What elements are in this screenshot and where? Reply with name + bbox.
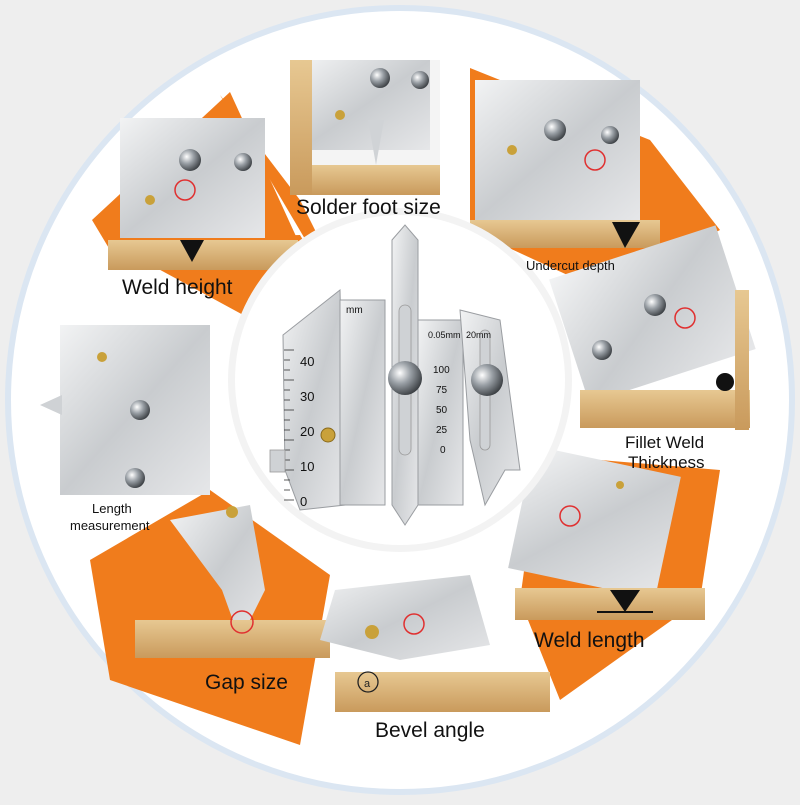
label-gap-size: Gap size — [205, 671, 288, 694]
scale-20: 20 — [300, 424, 315, 439]
label-weld-length: Weld length — [534, 629, 645, 652]
right-scale-label: 20mm — [466, 330, 492, 340]
scale-30: 30 — [300, 389, 315, 404]
label-undercut-depth: Undercut depth — [526, 258, 615, 273]
mid-scale-25: 25 — [436, 425, 448, 436]
center-ball-large — [388, 361, 422, 395]
label-length-line1: Length — [92, 501, 132, 516]
label-length-line2: measurement — [70, 518, 150, 533]
scale-10: 10 — [300, 459, 315, 474]
center-ball-right — [471, 364, 503, 396]
center-gauge-graphic — [269, 224, 521, 526]
label-bevel-angle: Bevel angle — [375, 719, 485, 742]
panel-weld-length — [508, 445, 705, 620]
panel-bevel: a — [320, 575, 550, 712]
svg-text:a: a — [364, 678, 371, 690]
label-solder-foot-size: Solder foot size — [296, 196, 441, 219]
mid-scale-unit: 0.05mm — [428, 330, 461, 340]
panel-fillet-weld — [549, 225, 756, 430]
panel-weld-height — [108, 118, 298, 270]
scale-40: 40 — [300, 354, 315, 369]
label-fillet-weld-line2: Thickness — [628, 453, 705, 472]
mid-scale-0: 0 — [440, 445, 446, 456]
panel-length — [40, 325, 210, 495]
panel-solder-foot — [290, 60, 440, 195]
label-weld-height: Weld height — [122, 276, 233, 299]
scale-left-unit: mm — [346, 305, 363, 316]
mid-scale-50: 50 — [436, 405, 448, 416]
panel-undercut — [470, 80, 660, 248]
scale-0: 0 — [300, 494, 308, 509]
mid-scale-100: 100 — [433, 365, 450, 376]
label-fillet-weld-line1: Fillet Weld — [625, 433, 705, 452]
mid-scale-75: 75 — [436, 385, 448, 396]
panel-gap-size — [135, 505, 330, 658]
